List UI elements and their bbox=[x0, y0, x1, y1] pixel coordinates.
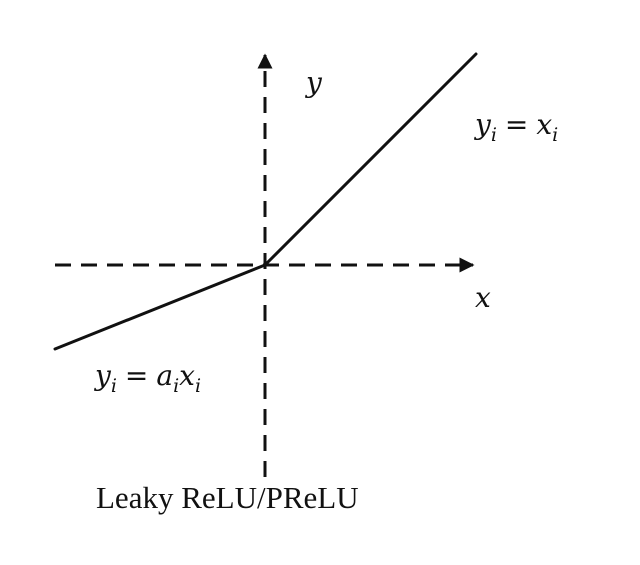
x-axis-label: x bbox=[475, 281, 491, 314]
positive-branch-equation: yi=xi bbox=[473, 108, 558, 146]
positive-branch-line bbox=[263, 52, 478, 267]
diagram-caption: Leaky ReLU/PReLU bbox=[96, 480, 359, 515]
negative-branch-line bbox=[53, 263, 267, 351]
negative-branch-equation: yi=aixi bbox=[93, 359, 201, 397]
y-axis-label: y bbox=[304, 66, 323, 99]
